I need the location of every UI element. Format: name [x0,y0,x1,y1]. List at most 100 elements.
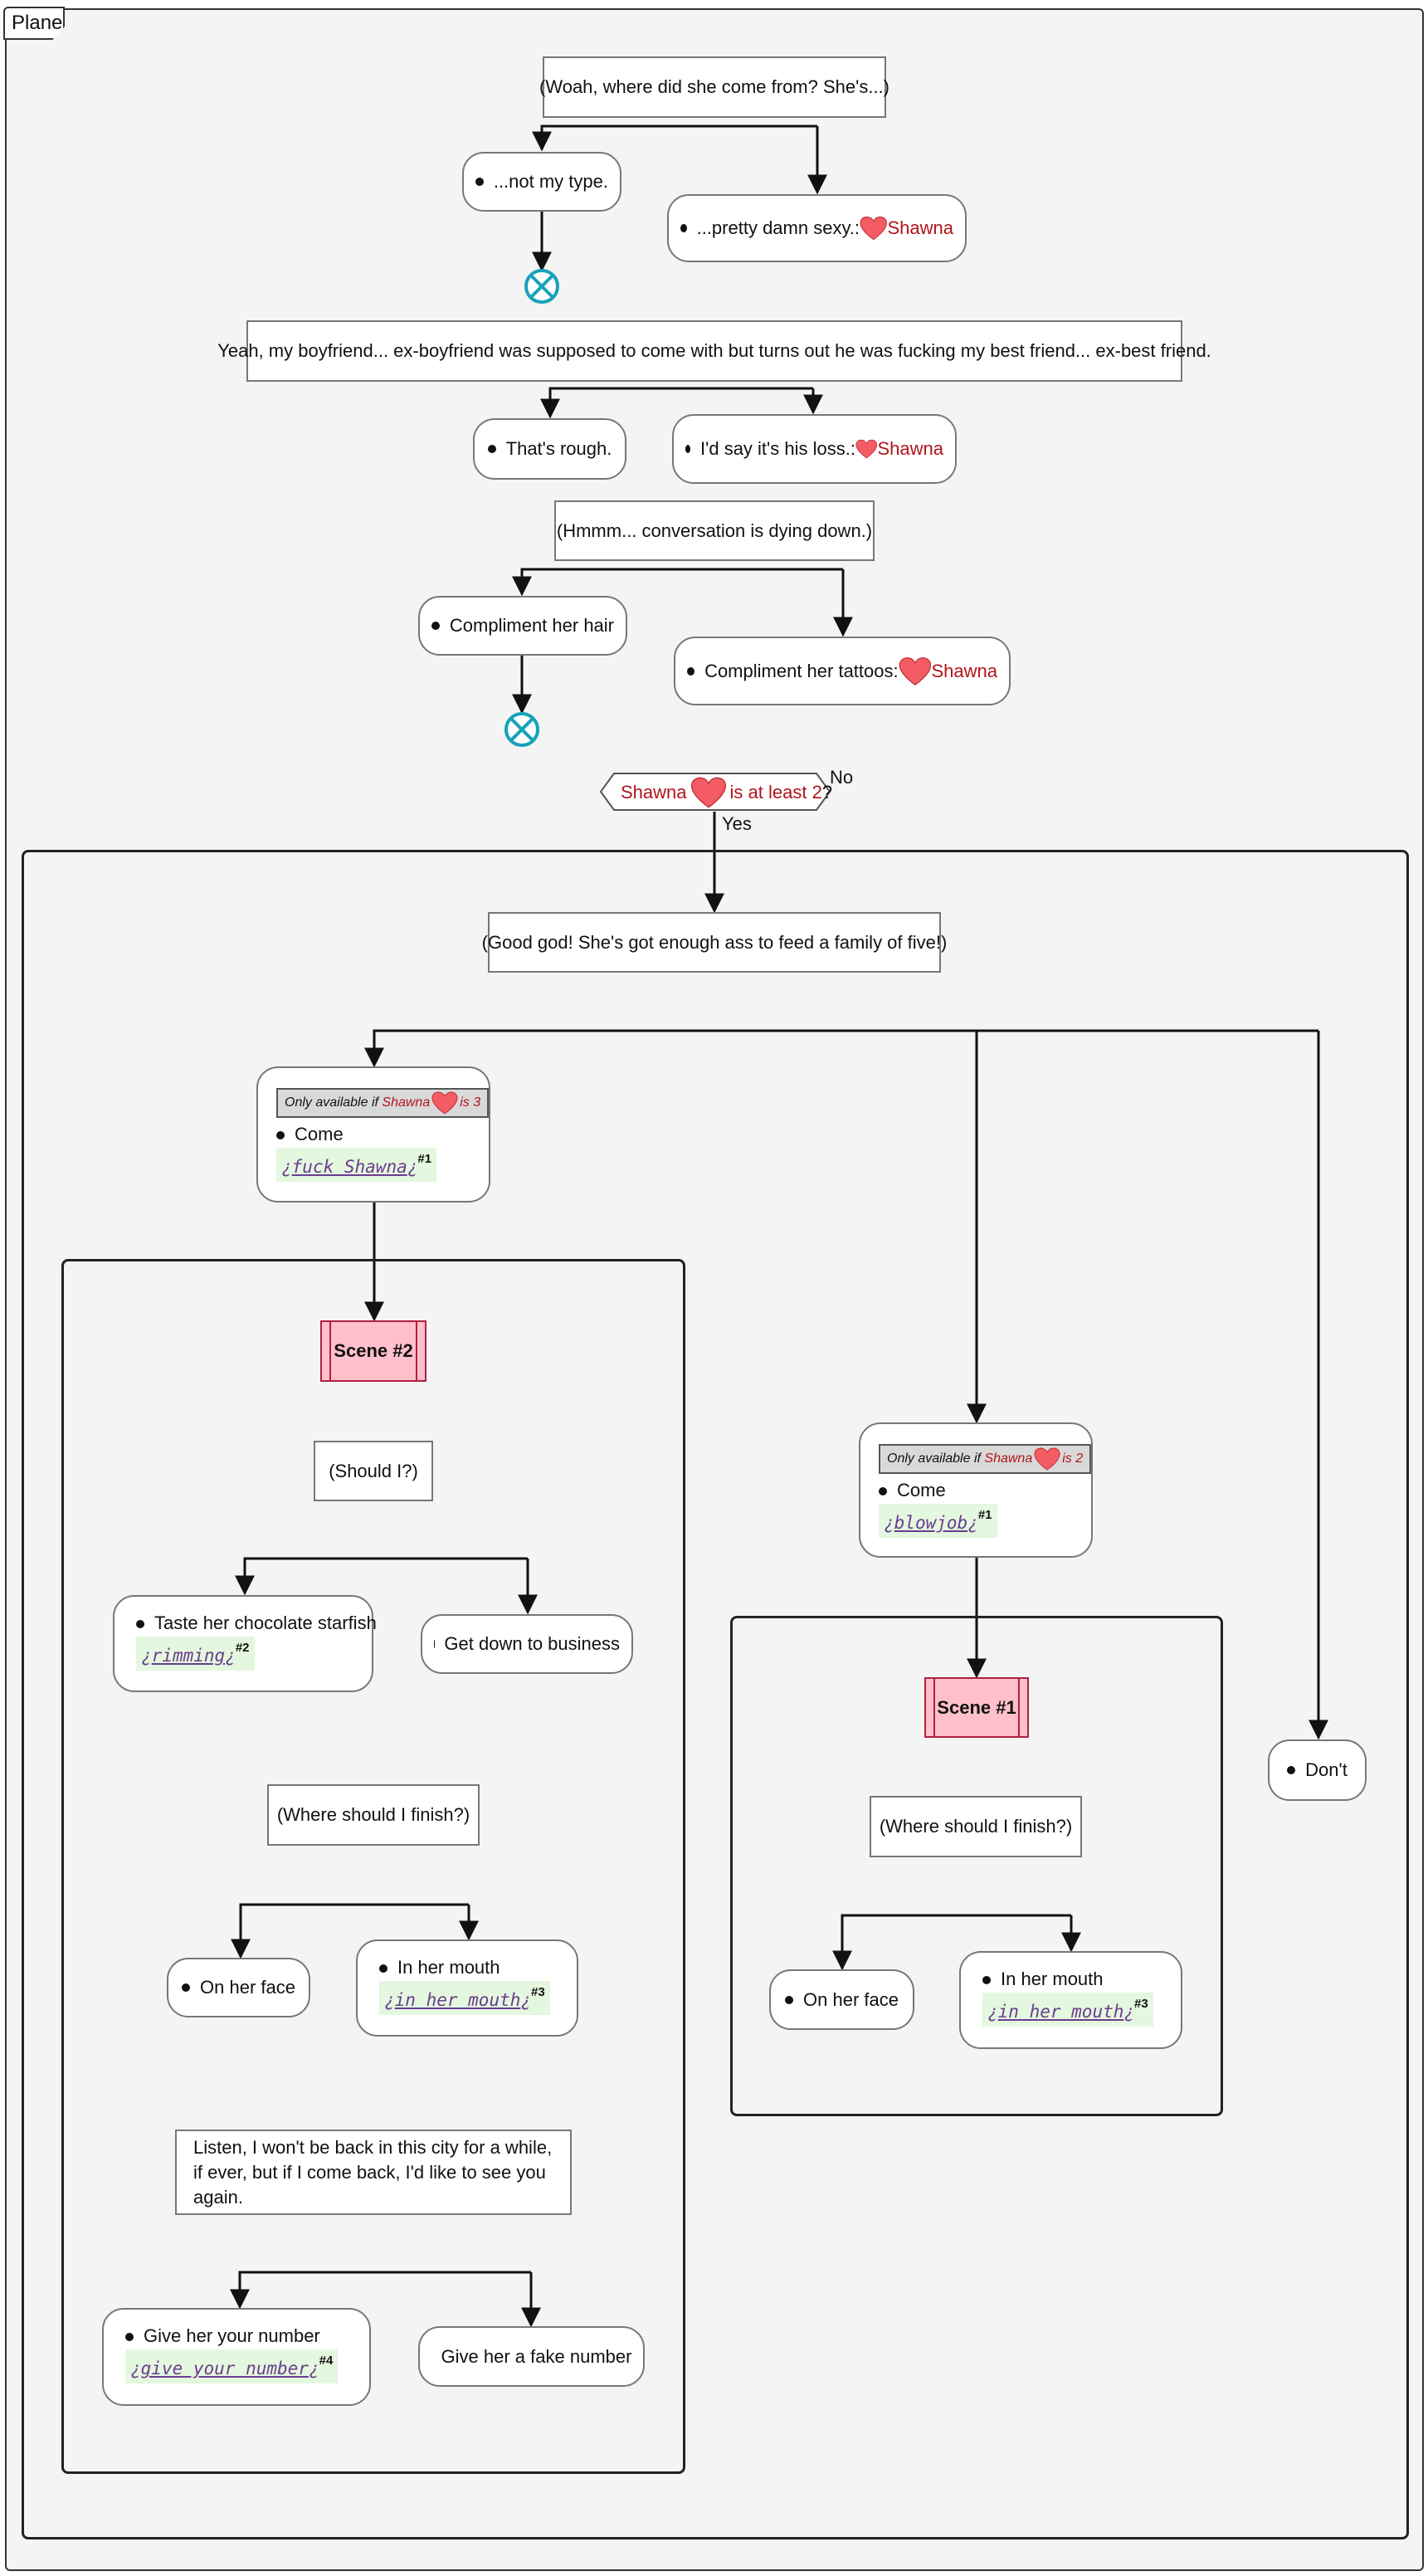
choice-label: Get down to business [444,1633,620,1654]
bullet [687,666,695,676]
choice-option[interactable]: On her face [769,1969,914,2030]
character-name: Shawna [931,660,997,681]
choice-label: ...pretty damn sexy.: [696,217,860,238]
tag-close: ¿ [967,1513,978,1533]
edge [832,1914,1071,1971]
availability-prefix: Only available if [285,1095,378,1110]
bullet [276,1131,285,1140]
bullet [1287,1766,1296,1774]
choice-option[interactable]: In her mouth ¿in her mouth¿#3 [959,1951,1182,2049]
choice-label: That's rough. [505,438,612,459]
dialogue-text: (Good god! She's got enough ass to feed … [481,931,948,953]
bullet [431,622,440,630]
availability-name: Shawna [984,1451,1033,1466]
dialogue-text: (Woah, where did she come from? She's...… [539,76,889,97]
choice-option[interactable]: Taste her chocolate starfish ¿rimming¿#2 [113,1595,377,1692]
bullet [785,1995,794,2004]
choice-label: Give her a fake number [441,2345,632,2367]
choice-label: Come [295,1124,344,1144]
dialogue-box: (Good god! She's got enough ass to feed … [482,912,947,973]
choice-label: Taste her chocolate starfish [154,1612,377,1633]
bullet [680,224,687,232]
choice-option[interactable]: ...pretty damn sexy.: Shawna [667,194,967,262]
choice-label: On her face [803,1988,899,2010]
tag-close: ¿ [520,1990,532,2010]
character-name: Shawna [887,217,953,238]
tag-close: ¿ [1123,2002,1135,2022]
condition-text: is at least [729,782,807,803]
bullet [182,1983,191,1992]
choice-option[interactable]: Compliment her hair [418,596,627,656]
choice-label: Compliment her hair [449,615,614,636]
choice-option[interactable]: ...not my type. [462,152,621,212]
choice-label: On her face [200,1977,295,1998]
choice-label: I'd say it's his loss.: [700,438,855,459]
edge [364,1029,1318,1068]
tag-name: in her mouth [997,2002,1124,2022]
choice-option[interactable]: That's rough. [473,418,626,480]
tag-open: ¿ [384,1990,395,2010]
character-name: Shawna [877,438,943,459]
no-label: No [830,767,854,788]
tag-close: ¿ [308,2359,319,2378]
dialogue-text: (Where should I finish?) [276,1804,470,1825]
heart-icon [431,1091,458,1115]
tag-name: fuck Shawna [291,1157,407,1177]
scene-1-container [730,1616,1223,2116]
choice-option[interactable]: Compliment her tattoos:Shawna [674,637,1011,705]
condition-character: Shawna [621,782,687,803]
heart-icon [860,216,887,241]
variable-tag: ¿blowjob¿#1 [879,1504,997,1538]
scene-label: Scene #2 [334,1340,413,1361]
condition-label: Shawna is at least 2? [621,774,832,811]
scene-label: Scene #1 [937,1696,1016,1718]
tag-open: ¿ [130,2359,141,2378]
dialogue-text: (Hmmm... conversation is dying down.) [556,520,873,541]
tag-number: #1 [977,1508,992,1522]
bullet [125,2333,134,2342]
variable-tag: ¿in her mouth¿#3 [982,1993,1153,2027]
dialogue-box: Yeah, my boyfriend... ex-boyfriend was s… [217,320,1211,382]
scene-2-container [61,1259,685,2474]
variable-tag: ¿give your number¿#4 [125,2349,339,2383]
choice-option[interactable]: In her mouth ¿in her mouth¿#3 [356,1939,578,2037]
edge [235,1557,528,1596]
tag-close: ¿ [407,1157,418,1177]
choice-option[interactable]: On her face [167,1958,310,2017]
heart-icon [855,439,878,459]
variable-tag: ¿fuck Shawna¿#1 [276,1148,437,1182]
choice-option[interactable]: Give her your number ¿give your number¿#… [102,2308,371,2406]
bullet [487,445,496,453]
yes-label: Yes [722,813,752,834]
heart-icon [690,777,726,808]
dialogue-line: if ever, but if I come back, I'd like to… [193,2161,546,2208]
tag-number: #3 [531,1985,545,1999]
choice-option[interactable]: I'd say it's his loss.: Shawna [672,414,957,484]
dialogue-box: (Hmmm... conversation is dying down.) [554,500,875,561]
dialogue-box: Listen, I won't be back in this city for… [175,2130,572,2215]
choice-option[interactable]: Don't [1268,1739,1367,1801]
edge [231,1903,469,1959]
tag-name: in her mouth [394,1990,521,2010]
bullet [982,1976,991,1985]
dialogue-line: Listen, I won't be back in this city for… [193,2136,553,2158]
choice-label: Give her your number [144,2325,320,2346]
variable-tag: ¿rimming¿#2 [136,1637,255,1671]
edge [540,387,813,419]
yes-branch-container [22,850,1409,2539]
scene-block: Scene #1 [924,1677,1029,1738]
choice-option[interactable]: Get down to business [421,1614,633,1674]
tag-open: ¿ [281,1157,292,1177]
tag-number: #3 [1134,1997,1148,2011]
condition-question: ? [821,782,833,803]
availability-suffix: is 3 [460,1095,481,1110]
condition-value: 2 [811,782,822,803]
edge [512,568,843,597]
choice-option[interactable]: Give her a fake number [418,2326,645,2387]
bullet [879,1487,887,1496]
